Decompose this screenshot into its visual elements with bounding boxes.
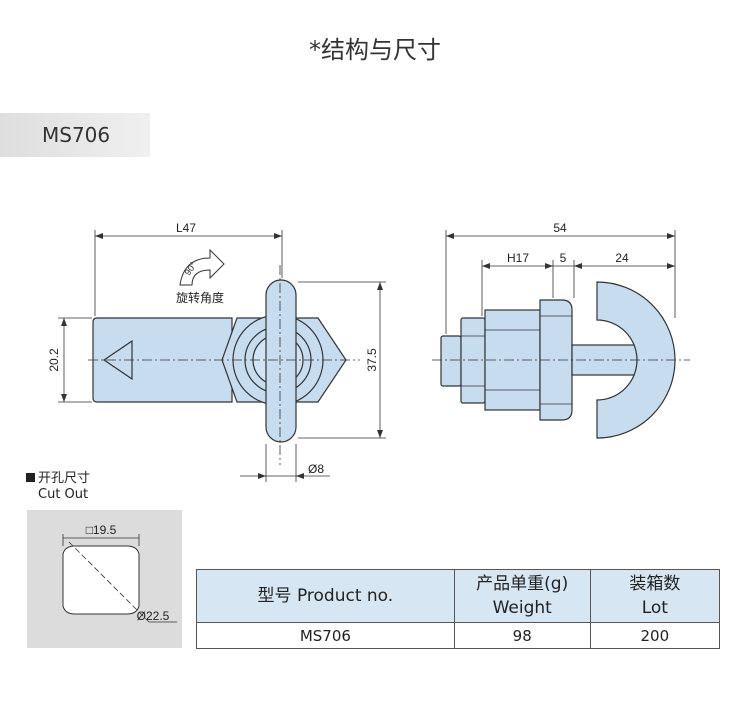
front-total-height-label: 37.5: [365, 348, 379, 372]
cutout-panel: □19.5 Ø22.5: [27, 510, 182, 648]
t-handle: [265, 279, 297, 443]
cutout-square-label: □19.5: [86, 523, 117, 537]
side-total-label: 54: [553, 221, 567, 235]
side-detail-lines: [461, 315, 572, 405]
cutout-title: 开孔尺寸: [26, 467, 90, 486]
header-lot-en: Lot: [641, 598, 668, 618]
front-dimension-lines: [58, 230, 386, 482]
table-row: MS706 98 200: [196, 622, 721, 649]
header-weight: 产品单重(g) Weight: [453, 569, 591, 623]
side-arrowheads: [446, 233, 675, 269]
rotation-label: 旋转角度: [176, 290, 224, 305]
side-cam-label: 24: [615, 251, 629, 265]
cutout-drawing: □19.5 Ø22.5: [62, 523, 177, 623]
side-nut: [440, 335, 462, 387]
square-bullet-icon: [26, 473, 35, 482]
page-title: *结构与尺寸: [309, 36, 441, 64]
header-lot: 装箱数 Lot: [589, 569, 721, 623]
front-centerlines: [88, 265, 360, 465]
header-weight-en: Weight: [492, 598, 552, 618]
model-tab: MS706: [0, 113, 150, 157]
cutout-title-text: 开孔尺寸: [38, 471, 91, 486]
side-gap-label: 5: [560, 251, 567, 265]
cutout-subtitle: Cut Out: [38, 487, 89, 502]
header-product-no: 型号 Product no.: [196, 569, 455, 623]
side-cam: [596, 281, 676, 439]
cell-weight: 98: [453, 622, 591, 649]
cell-product-no: MS706: [196, 622, 455, 649]
front-arrowheads: [61, 233, 383, 479]
spec-header-row: 型号 Product no. 产品单重(g) Weight 装箱数 Lot: [196, 569, 721, 623]
side-flange: [539, 299, 573, 421]
side-h-label: H17: [507, 251, 529, 265]
model-label: MS706: [42, 123, 111, 147]
shaft-diameter-label: Ø8: [308, 462, 324, 476]
rotation-arrow-icon: 90°: [179, 248, 225, 286]
header-weight-cn: 产品单重(g): [476, 574, 569, 594]
spec-table: 型号 Product no. 产品单重(g) Weight 装箱数 Lot MS…: [196, 569, 721, 649]
front-view: [92, 279, 347, 443]
front-length-label: L47: [176, 221, 196, 235]
header-lot-cn: 装箱数: [629, 574, 681, 594]
cutout-diameter-label: Ø22.5: [137, 609, 170, 623]
side-thread: [460, 317, 486, 404]
front-height-label: 20.2: [47, 348, 61, 372]
cutout-shape: [62, 545, 140, 615]
cell-lot: 200: [589, 622, 721, 649]
